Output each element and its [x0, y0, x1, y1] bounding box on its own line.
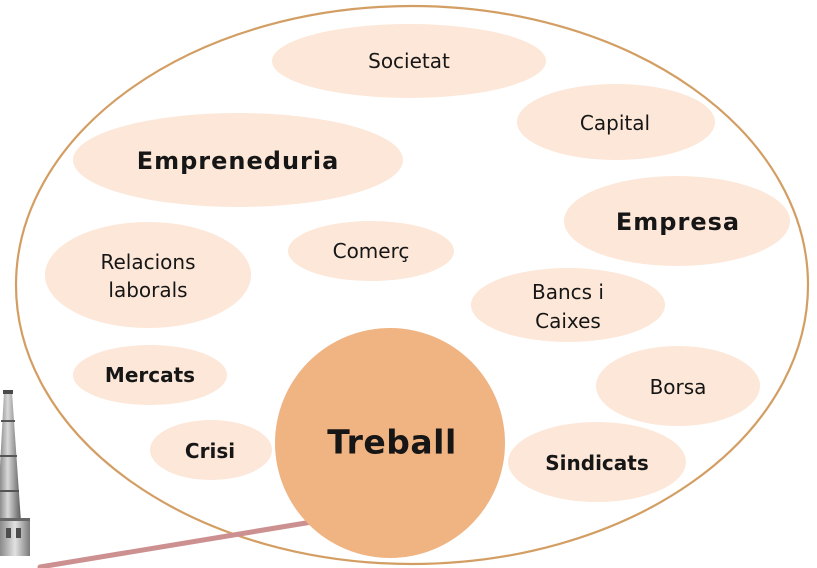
concept-bubble — [564, 176, 790, 266]
concept-societat: Societat — [272, 24, 546, 98]
concept-bubble — [288, 221, 454, 281]
chimney-base — [0, 520, 30, 556]
concept-label: Capital — [580, 111, 650, 135]
concept-label: Comerç — [333, 239, 410, 263]
chimney-image — [0, 390, 30, 556]
concept-label: Societat — [368, 49, 450, 73]
concept-crisi: Crisi — [150, 420, 272, 480]
concept-bubble — [73, 345, 227, 405]
concept-bubble — [508, 422, 686, 502]
concept-relacions-laborals: Relacions laborals — [45, 222, 251, 328]
chimney-top-ring — [3, 390, 13, 394]
concept-bubble — [73, 113, 403, 207]
chimney-base-window — [6, 528, 11, 538]
concept-bubble — [596, 346, 760, 426]
concept-label: Borsa — [650, 375, 707, 399]
center-circle — [275, 328, 505, 558]
concept-mercats: Mercats — [73, 345, 227, 405]
chimney-ring — [0, 490, 19, 492]
concept-label-line-1: Relacions — [101, 250, 196, 274]
concept-label-line-2: laborals — [108, 278, 187, 302]
concept-bubble — [45, 222, 251, 328]
concept-comerc: Comerç — [288, 221, 454, 281]
concept-label-line-1: Bancs i — [532, 280, 604, 304]
concept-empresa: Empresa — [564, 176, 790, 266]
concept-bancs-i-caixes: Bancs i Caixes — [471, 268, 665, 342]
concept-label: Mercats — [105, 363, 195, 387]
concept-bubble — [150, 420, 272, 480]
concept-bubble — [272, 24, 546, 98]
chimney-ring — [0, 455, 17, 457]
center-label: Treball — [327, 423, 457, 462]
center-concept-treball: Treball — [275, 328, 505, 558]
chimney-base-ledge — [0, 518, 30, 521]
concept-borsa: Borsa — [596, 346, 760, 426]
concept-label: Sindicats — [545, 451, 649, 475]
concept-empreneduria: Empreneduria — [73, 113, 403, 207]
concept-label-line-2: Caixes — [535, 309, 601, 333]
concept-bubble — [517, 84, 715, 160]
concept-label: Empresa — [616, 208, 740, 236]
concept-capital: Capital — [517, 84, 715, 160]
concept-label: Empreneduria — [137, 147, 340, 175]
connector-line — [37, 516, 333, 568]
concept-sindicats: Sindicats — [508, 422, 686, 502]
chimney-base-window — [16, 528, 21, 538]
chimney-ring — [1, 420, 15, 422]
concept-bubble — [471, 268, 665, 342]
concept-label: Crisi — [185, 439, 235, 463]
